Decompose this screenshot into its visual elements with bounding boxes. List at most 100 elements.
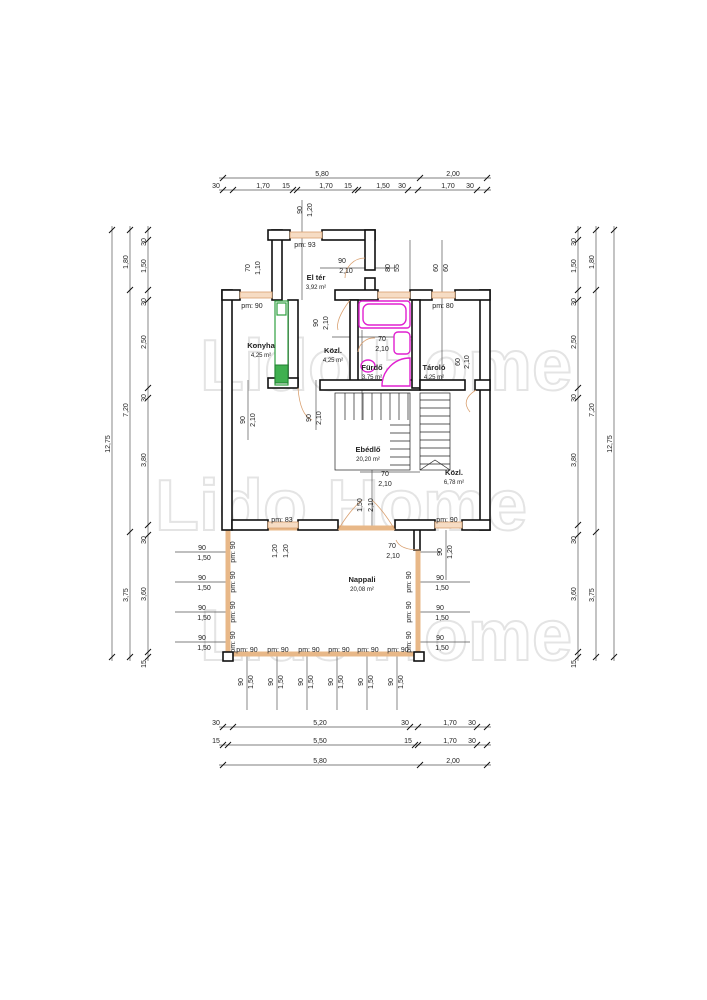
dimension-tick (473, 723, 481, 731)
dimension-label: 5,80 (313, 758, 327, 765)
dimension-label: 90 (198, 635, 206, 642)
dimension-label: 90 (436, 575, 444, 582)
dimension-tick (126, 653, 134, 661)
dimension-label: pm: 90 (236, 647, 258, 654)
dimension-tick (416, 761, 424, 769)
room-name: Konyha (247, 341, 275, 350)
toilet (360, 359, 376, 373)
dimension-tick (144, 531, 152, 539)
dimension-label: 2,00 (446, 758, 460, 765)
dimension-label: 1,70 (443, 720, 457, 727)
dimension-label: 70 (245, 264, 252, 272)
dimension-tick (108, 226, 116, 234)
dimension-label: 90 (388, 678, 395, 686)
dimension-label: 1,50 (435, 585, 449, 592)
dimension-label: pm: 90 (406, 601, 413, 623)
wall (454, 289, 491, 301)
dimension-label: pm: 90 (230, 601, 237, 623)
dimension-label: 2,10 (323, 316, 330, 330)
dimension-label: 90 (328, 678, 335, 686)
dimension-tick (144, 394, 152, 402)
dimension-tick (574, 648, 582, 656)
dimension-label: 90 (313, 319, 320, 327)
dimension-tick (574, 521, 582, 529)
shower (381, 357, 411, 387)
dimension-label: 30 (571, 298, 578, 306)
dimension-label: 30 (212, 720, 220, 727)
wall (409, 289, 433, 301)
dimension-label: pm: 80 (432, 303, 454, 310)
dimension-tick (219, 186, 227, 194)
room-name: Nappali (348, 575, 375, 584)
dimension-label: 15 (212, 738, 220, 745)
dimension-label: 1,50 (197, 645, 211, 652)
dimension-tick (574, 384, 582, 392)
wall (221, 289, 233, 531)
bathtub-inner (362, 303, 407, 326)
room-area: 6,78 m² (444, 480, 464, 486)
dimension-label: pm: 90 (241, 303, 263, 310)
dimension-tick (219, 174, 227, 182)
wall (297, 519, 339, 531)
dimension-tick (483, 723, 491, 731)
wall (221, 289, 241, 301)
window (434, 521, 463, 529)
dimension-label: 15 (344, 183, 352, 190)
dimension-label: 5,80 (315, 171, 329, 178)
stair-arrow (419, 459, 451, 471)
dimension-label: 2,50 (571, 335, 578, 349)
dimension-label: 3,80 (571, 453, 578, 467)
dimension-label: pm: 90 (230, 541, 237, 563)
dimension-tick (219, 761, 227, 769)
dimension-label: 1,80 (123, 255, 130, 269)
dimension-tick (414, 186, 422, 194)
dimension-label: 2,10 (375, 346, 389, 353)
dimension-label: pm: 83 (271, 517, 293, 524)
dimension-label: 1,70 (443, 738, 457, 745)
dimension-label: 2,10 (378, 481, 392, 488)
dimension-label: 90 (436, 605, 444, 612)
wall (419, 379, 466, 391)
dimension-label: 15 (404, 738, 412, 745)
door-swing (395, 539, 421, 551)
dimension-label: 1,50 (571, 259, 578, 273)
door-swing (357, 337, 376, 353)
dimension-label: 1,50 (435, 645, 449, 652)
dimension-tick (574, 236, 582, 244)
dimension-label: 90 (198, 575, 206, 582)
room-name: Közl. (445, 468, 463, 477)
room-area: 4,25 m² (323, 358, 343, 364)
dimension-label: 2,00 (446, 171, 460, 178)
dimension-label: 90 (198, 545, 206, 552)
dimension-tick (592, 653, 600, 661)
dimension-tick (610, 226, 618, 234)
dimension-tick (574, 531, 582, 539)
dimension-label: 15 (141, 660, 148, 668)
dimension-label: 3,75 (123, 588, 130, 602)
room-area: 4,25 m² (424, 375, 444, 381)
dimension-label: 1,50 (338, 675, 345, 689)
room-name: Ebédlő (355, 445, 380, 454)
dimension-tick (219, 723, 227, 731)
dimension-tick (126, 226, 134, 234)
dimension-label: 2,50 (141, 335, 148, 349)
room-name: El tér (307, 273, 326, 282)
dimension-label: 2,10 (386, 553, 400, 560)
dimension-tick (610, 653, 618, 661)
door-swing (337, 499, 363, 531)
dimension-label: 1,80 (589, 255, 596, 269)
dimension-label: 1,10 (255, 261, 262, 275)
wall (394, 519, 436, 531)
dimension-tick (416, 174, 424, 182)
wall (411, 299, 421, 389)
dimension-tick (574, 394, 582, 402)
dimension-label: 90 (436, 635, 444, 642)
dimension-label: 30 (141, 238, 148, 246)
dimension-label: 12,75 (105, 435, 112, 453)
column (222, 651, 234, 662)
dimension-tick (229, 186, 237, 194)
dimension-label: 30 (141, 536, 148, 544)
dimension-tick (414, 741, 422, 749)
dimension-tick (574, 286, 582, 294)
